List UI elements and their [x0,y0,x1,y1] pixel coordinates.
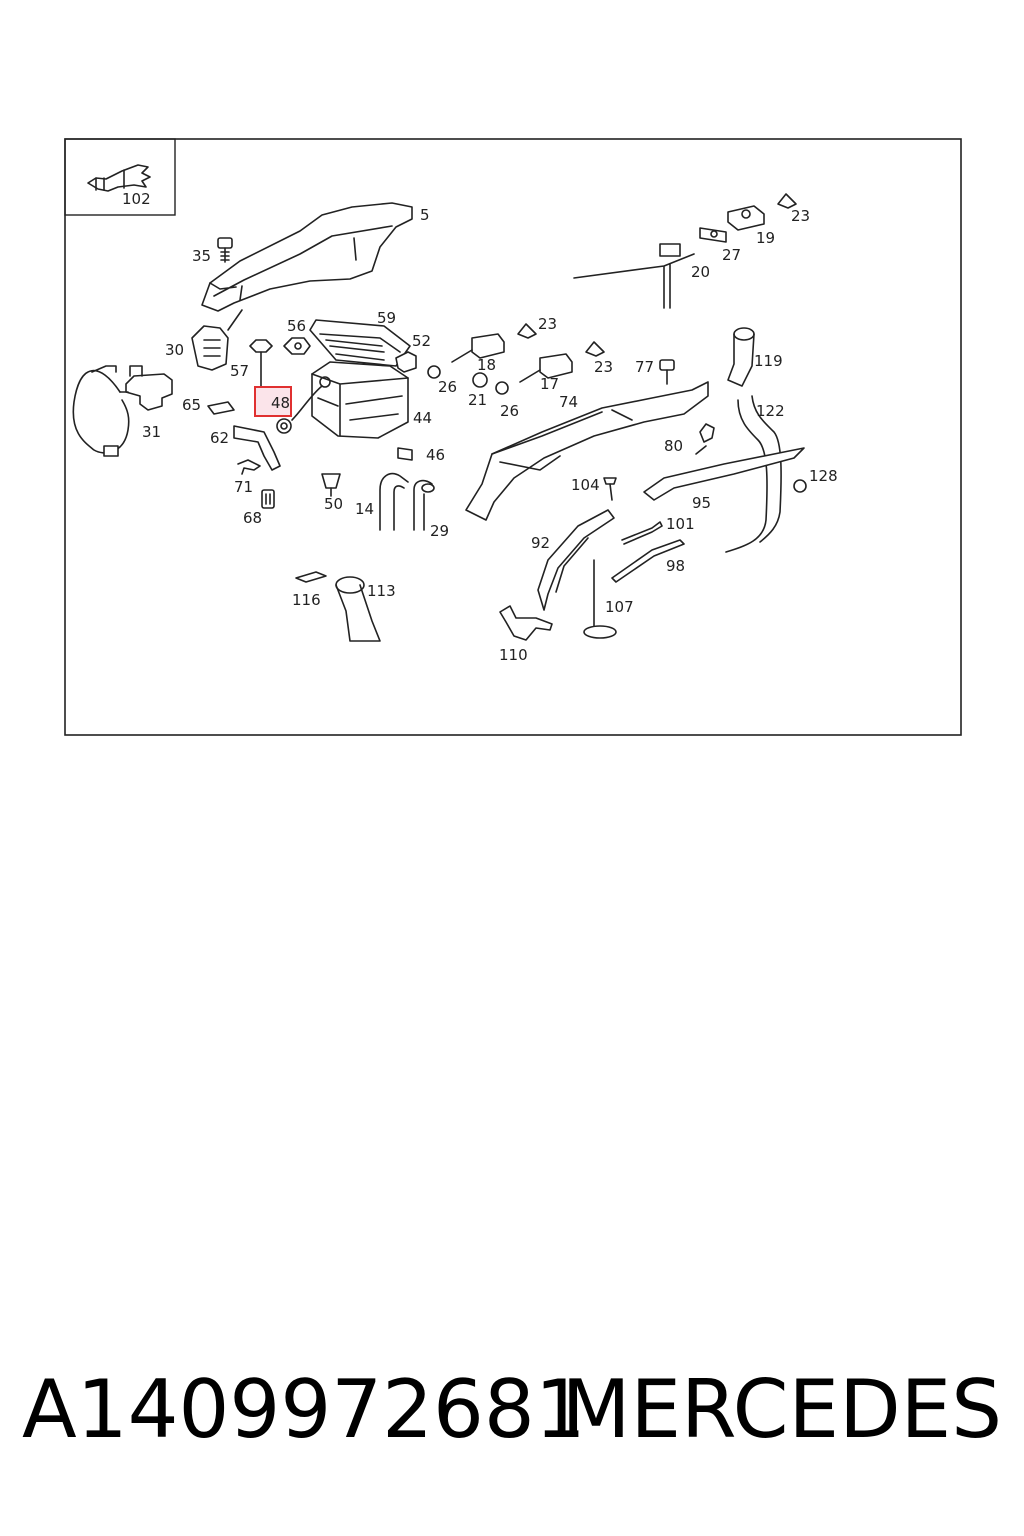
part-27 [699,227,727,243]
part-80 [695,423,715,455]
label-29: 29 [430,522,449,540]
part-95 [643,447,805,501]
part-107 [583,559,617,639]
label-27: 27 [722,246,741,264]
label-35: 35 [192,247,211,265]
part-68 [261,489,275,509]
label-31: 31 [142,423,161,441]
label-18: 18 [477,356,496,374]
label-122: 122 [756,402,785,420]
label-128: 128 [809,467,838,485]
label-62: 62 [210,429,229,447]
part-26a [427,365,441,379]
label-52: 52 [412,332,431,350]
label-119: 119 [754,352,783,370]
label-65: 65 [182,396,201,414]
part-46 [397,447,413,461]
label-21: 21 [468,391,487,409]
part-29 [413,479,435,531]
label-26b: 26 [500,402,519,420]
label-57: 57 [230,362,249,380]
part-128 [793,479,807,493]
label-113: 113 [367,582,396,600]
label-26a: 26 [438,378,457,396]
brand-text: MERCEDES [561,1363,1002,1456]
highlight-box [254,386,292,417]
part-23a [517,323,537,339]
part-62 [233,425,281,471]
part-30 [191,309,243,371]
diagram-frame [64,138,962,736]
part-26b [495,381,509,395]
part-56 [283,337,311,355]
part-number-text: A1409972681 [22,1363,586,1456]
part-19 [727,205,765,231]
part-17 [519,353,573,383]
part-48 [276,385,323,434]
label-116: 116 [292,591,321,609]
label-110: 110 [499,646,528,664]
part-57 [249,339,273,387]
label-14: 14 [355,500,374,518]
part-20 [573,243,695,309]
label-101: 101 [666,515,695,533]
label-23b: 23 [594,358,613,376]
label-107: 107 [605,598,634,616]
label-5: 5 [420,206,430,224]
label-74: 74 [559,393,578,411]
label-68: 68 [243,509,262,527]
part-44 [311,361,409,439]
label-80: 80 [664,437,683,455]
part-77 [659,359,675,385]
part-110 [499,605,553,641]
part-92 [537,509,615,611]
part-113 [335,576,381,642]
part-65 [207,401,235,415]
highlight-48: 48 [254,386,292,417]
part-101 [621,521,663,545]
label-17: 17 [540,375,559,393]
label-46: 46 [426,446,445,464]
part-21 [472,372,488,388]
part-5 [201,202,413,312]
part-104 [603,477,617,501]
label-59: 59 [377,309,396,327]
label-98: 98 [666,557,685,575]
part-18 [451,333,505,363]
label-20: 20 [691,263,710,281]
label-102: 102 [122,190,151,208]
part-74 [465,381,709,521]
inset-102: 102 [64,138,176,216]
label-92: 92 [531,534,550,552]
part-labels: 5 35 30 56 59 52 57 31 65 62 44 46 71 68… [142,206,838,664]
label-23c: 23 [791,207,810,225]
part-50 [321,473,341,497]
part-116 [295,571,327,583]
label-44: 44 [413,409,432,427]
part-14 [379,472,409,531]
label-48: 48 [271,394,290,412]
label-30: 30 [165,341,184,359]
label-95: 95 [692,494,711,512]
label-19: 19 [756,229,775,247]
part-119 [727,327,755,387]
label-50: 50 [324,495,343,513]
label-77: 77 [635,358,654,376]
part-23b [585,341,605,357]
label-71: 71 [234,478,253,496]
label-56: 56 [287,317,306,335]
label-104: 104 [571,476,600,494]
label-23a: 23 [538,315,557,333]
part-59 [309,319,411,367]
part-98 [611,539,685,583]
part-52 [395,351,417,373]
part-23c [777,193,797,209]
part-71 [237,459,261,475]
parts-diagram: 102 [64,138,962,736]
part-31 [72,365,173,457]
part-35 [217,237,233,263]
